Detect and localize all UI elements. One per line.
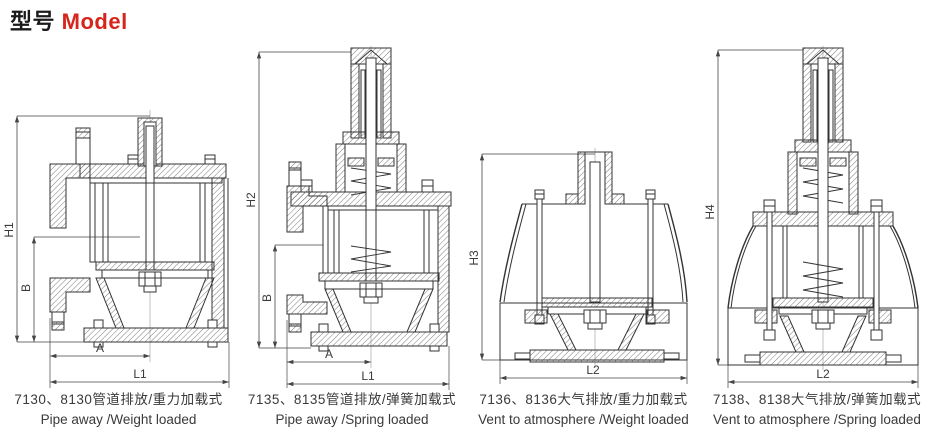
- valve-body: [49, 117, 229, 348]
- dimension-l2: L2: [727, 365, 919, 388]
- vent-hood: [499, 203, 688, 303]
- dim-label-a: A: [325, 347, 333, 361]
- dim-label-l1: L1: [361, 369, 375, 383]
- valve-drawing-weight-vent: H3 L2: [467, 148, 688, 384]
- dim-label-a: A: [96, 341, 104, 355]
- figure-caption: 7135、8135管道排放/弹簧加载式 Pipe away /Spring lo…: [237, 390, 467, 429]
- spring-bonnet: [787, 47, 859, 215]
- dimension-l1: L1: [287, 346, 450, 390]
- dimension-h4: H4: [703, 49, 803, 366]
- dimension-b: B: [260, 244, 323, 348]
- dimension-h1: H1: [2, 115, 150, 343]
- valve-drawing-spring-vent: H4 L2: [703, 46, 919, 388]
- caption-en: Pipe away /Spring loaded: [275, 411, 429, 427]
- caption-zh: 7136、8136大气排放/重力加载式: [479, 392, 688, 407]
- page-title: 型号 Model: [10, 4, 128, 36]
- figure-vent-spring: H4 L2 7138、8138大气排放/弹簧加载式 Vent to atmosp…: [700, 0, 934, 444]
- figure-vent-weight: H3 L2 7136、8136大气排放/重力加载式 Vent to atmosp…: [467, 0, 700, 444]
- valve-drawing-weight-pipe-away: H1 B A L1: [2, 110, 230, 388]
- dim-label-b: B: [19, 284, 33, 292]
- dim-label-l2: L2: [816, 367, 830, 381]
- dimension-a: A: [286, 320, 371, 388]
- figure-caption: 7130、8130管道排放/重力加载式 Pipe away /Weight lo…: [0, 390, 237, 429]
- caption-en: Pipe away /Weight loaded: [40, 411, 197, 427]
- dimension-h3: H3: [467, 153, 595, 361]
- caption-zh: 7138、8138大气排放/弹簧加载式: [712, 392, 922, 407]
- figure-pipe-away-weight: H1 B A L1 7130、8130管道排放/重力加载式 Pipe away …: [0, 0, 237, 444]
- dim-label-l1: L1: [133, 367, 147, 381]
- valve-base: [499, 297, 688, 363]
- figure-caption: 7138、8138大气排放/弹簧加载式 Vent to atmosphere /…: [700, 390, 934, 429]
- dim-label-l2: L2: [586, 363, 600, 377]
- dim-label-h4: H4: [703, 204, 717, 220]
- figure-pipe-away-spring: H2 B A L1 7135、8135管道排放/弹簧加载式 Pipe away …: [237, 0, 467, 444]
- dim-label-b: B: [260, 294, 274, 302]
- caption-en: Vent to atmosphere /Spring loaded: [713, 411, 921, 427]
- caption-en: Vent to atmosphere /Weight loaded: [478, 411, 689, 427]
- valve-drawing-spring-pipe-away: H2 B A L1: [244, 46, 452, 390]
- dim-label-h1: H1: [2, 222, 16, 238]
- dimension-l2: L2: [499, 360, 688, 384]
- spring-bonnet: [335, 47, 407, 196]
- dimension-a: A: [49, 318, 150, 388]
- caption-zh: 7135、8135管道排放/弹簧加载式: [247, 392, 457, 407]
- dim-label-h3: H3: [467, 250, 481, 266]
- page-title-en: Model: [61, 9, 128, 34]
- caption-zh: 7130、8130管道排放/重力加载式: [14, 392, 223, 407]
- valve-body: [744, 57, 902, 366]
- valve-body: [286, 57, 452, 352]
- studs: [763, 199, 883, 341]
- dimension-l1: L1: [50, 342, 230, 388]
- figure-caption: 7136、8136大气排放/重力加载式 Vent to atmosphere /…: [467, 390, 700, 429]
- dim-label-h2: H2: [244, 192, 258, 208]
- dimension-h2: H2: [244, 51, 351, 349]
- page-title-zh: 型号: [10, 9, 56, 34]
- stem-guide: [565, 151, 625, 303]
- dimension-b: B: [19, 236, 140, 342]
